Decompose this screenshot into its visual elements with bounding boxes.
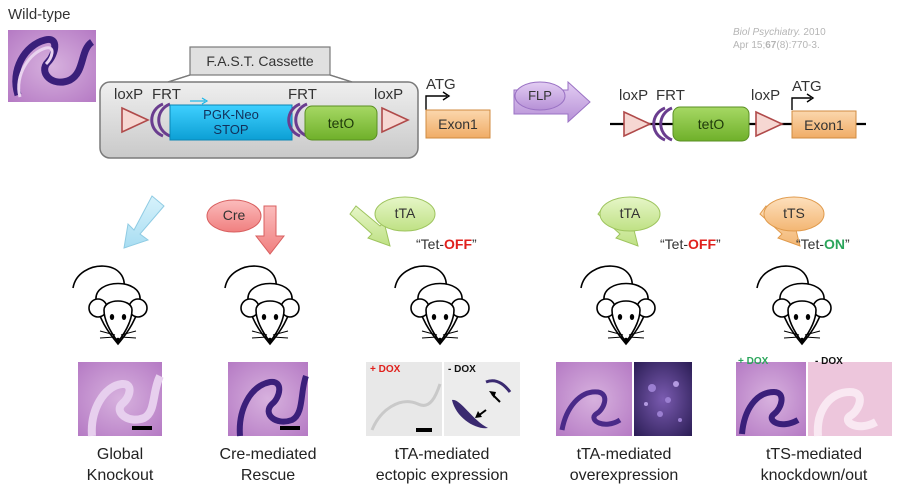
left-frt-label-1: FRT (152, 86, 181, 103)
tissue-image-knockout (78, 362, 164, 437)
caption-1-line-2: Knockout (86, 467, 154, 484)
tet-on-label: “Tet-ON” (796, 236, 850, 252)
tet-off-1-open: “Tet- (416, 236, 444, 252)
cassette-title: F.A.S.T. Cassette (206, 53, 314, 69)
caption-4-line-2: overexpression (569, 467, 679, 484)
caption-tta-overexpression: tTA-mediated overexpression (549, 444, 699, 486)
tissue-image-ectopic (366, 362, 520, 436)
right-exon-label: Exon1 (804, 117, 844, 133)
caption-5-line-2: knockdown/out (760, 467, 868, 484)
tta-driver-1 (349, 196, 436, 247)
tet-off-2-open: “Tet- (660, 236, 688, 252)
citation-pages: (8):770-3. (776, 40, 820, 51)
citation-volume: 67 (765, 40, 777, 51)
flp-label: FLP (528, 88, 552, 103)
citation-date: Apr 15; (733, 40, 766, 51)
tissue-image-overexpression (556, 362, 692, 436)
knockout-arrow (123, 195, 165, 249)
left-frt-label-2: FRT (288, 86, 317, 103)
tta-driver-2 (597, 196, 661, 247)
wildtype-tissue-image (8, 30, 96, 102)
tissue-image-rescue (228, 362, 309, 437)
tts-label: tTS (783, 205, 805, 221)
tet-off-2-close: ” (716, 236, 721, 252)
tet-off-2-state: OFF (688, 236, 716, 252)
citation: Biol Psychiatry. 2010 Apr 15;67(8):770-3… (733, 26, 826, 52)
caption-global-knockout: Global Knockout (45, 444, 195, 486)
right-teto-label: tetO (697, 116, 725, 132)
minus-dox-label-1: - DOX (448, 364, 476, 375)
tet-on-state: ON (824, 236, 845, 252)
mouse-icon-1 (72, 265, 148, 345)
caption-4-line-1: tTA-mediated (576, 446, 672, 463)
caption-3-line-2: ectopic expression (375, 467, 509, 484)
tta-label-1: tTA (394, 205, 416, 221)
minus-dox-label-2: - DOX (815, 356, 843, 367)
right-frt-label: FRT (656, 87, 685, 104)
plus-dox-label-2: + DOX (738, 356, 769, 367)
mouse-icon-3 (394, 265, 470, 345)
neo-stop-label: PGK-Neo STOP (170, 107, 292, 137)
caption-tta-ectopic: tTA-mediated ectopic expression (367, 444, 517, 486)
plus-dox-label-1: + DOX (370, 364, 401, 375)
tissue-image-knockdown (736, 362, 892, 437)
cre-driver (206, 199, 286, 255)
mouse-icon-2 (224, 265, 300, 345)
caption-1-line-1: Global (96, 446, 144, 463)
left-teto-label: tetO (327, 115, 355, 131)
caption-cre-rescue: Cre-mediated Rescue (193, 444, 343, 486)
mouse-icon-4 (580, 265, 656, 345)
right-atg-label: ATG (792, 78, 822, 95)
left-atg-label: ATG (426, 76, 456, 93)
tet-off-1-close: ” (472, 236, 477, 252)
flp-arrow (513, 80, 591, 124)
right-construct (610, 93, 866, 142)
neo-line-1: PGK-Neo (203, 107, 259, 122)
caption-2-line-2: Rescue (240, 467, 296, 484)
mouse-icon-5 (756, 265, 832, 345)
left-exon-label: Exon1 (438, 116, 478, 132)
caption-3-line-1: tTA-mediated (394, 446, 490, 463)
tet-off-label-1: “Tet-OFF” (416, 236, 477, 252)
tet-off-1-state: OFF (444, 236, 472, 252)
cre-label: Cre (222, 207, 246, 223)
tet-off-label-2: “Tet-OFF” (660, 236, 721, 252)
left-construct (99, 46, 491, 159)
left-loxp-label-1: loxP (114, 86, 144, 103)
right-loxp-label-2: loxP (751, 87, 781, 104)
right-loxp-label-1: loxP (619, 87, 649, 104)
citation-year: 2010 (803, 27, 826, 38)
caption-2-line-1: Cre-mediated (219, 446, 317, 463)
tet-on-open: “Tet- (796, 236, 824, 252)
tta-label-2: tTA (619, 205, 641, 221)
caption-5-line-1: tTS-mediated (765, 446, 863, 463)
tet-on-close: ” (845, 236, 850, 252)
wildtype-label: Wild-type (8, 6, 71, 23)
neo-line-2: STOP (213, 122, 249, 137)
left-loxp-label-2: loxP (374, 86, 404, 103)
citation-journal: Biol Psychiatry. (733, 27, 801, 38)
tts-driver (759, 196, 825, 247)
caption-tts-knockdown: tTS-mediated knockdown/out (739, 444, 889, 486)
